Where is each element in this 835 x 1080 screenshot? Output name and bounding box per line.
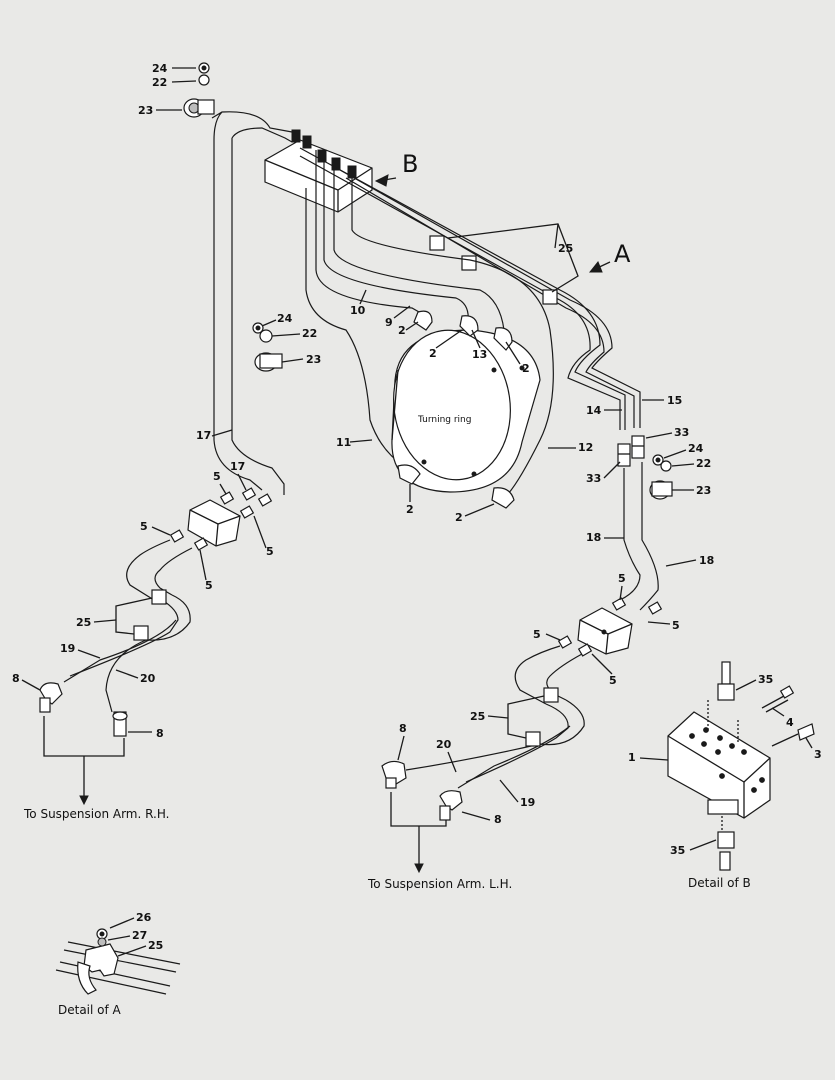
left-elbows-8 <box>39 682 128 737</box>
callout-22-mid: 22 <box>302 327 317 340</box>
callout-8-b: 8 <box>156 727 164 740</box>
callout-5-d: 5 <box>205 579 213 592</box>
view-arrow-b <box>374 174 397 187</box>
caption-detail-b: Detail of B <box>688 876 751 890</box>
detail-b-nipple <box>771 723 815 747</box>
callout-5-h: 5 <box>609 674 617 687</box>
callout-5-f: 5 <box>672 619 680 632</box>
detail-a-clamp <box>55 928 181 995</box>
clamp-group-upper <box>429 235 558 305</box>
callout-2-e: 2 <box>455 511 463 524</box>
callout-12: 12 <box>578 441 593 454</box>
right-elbows-8 <box>381 760 463 821</box>
arrow-to-rh <box>43 716 125 806</box>
detail-b-fitting-bottom <box>717 831 735 871</box>
right-couplings <box>617 435 645 467</box>
callout-5-g: 5 <box>533 628 541 641</box>
leader-25-left <box>115 597 153 635</box>
detail-b-bolt <box>761 685 795 713</box>
callout-23-right: 23 <box>696 484 711 497</box>
callout-25-left: 25 <box>76 616 91 629</box>
callout-20-left: 20 <box>140 672 156 685</box>
callout-5-a: 5 <box>213 470 221 483</box>
callout-5-c: 5 <box>266 545 274 558</box>
callout-25-right: 25 <box>470 710 485 723</box>
callout-4: 4 <box>786 716 794 729</box>
callout-35-b: 35 <box>670 844 685 857</box>
callout-25-top: 25 <box>558 242 573 255</box>
callout-35-a: 35 <box>758 673 773 686</box>
clamp-assembly-right <box>649 454 673 500</box>
callout-23-mid: 23 <box>306 353 321 366</box>
callout-25-detail: 25 <box>148 939 163 952</box>
view-arrow-a <box>588 261 611 273</box>
callout-22-top: 22 <box>152 76 167 89</box>
callout-17-b: 17 <box>230 460 245 473</box>
callout-11: 11 <box>336 436 351 449</box>
callout-33-a: 33 <box>674 426 689 439</box>
callout-20-right: 20 <box>436 738 452 751</box>
callout-18-b: 18 <box>699 554 714 567</box>
detail-b-manifold <box>667 700 771 830</box>
callout-2-c: 2 <box>522 362 530 375</box>
caption-rh: To Suspension Arm. R.H. <box>23 807 169 821</box>
callout-18-a: 18 <box>586 531 601 544</box>
view-label-b: B <box>402 150 418 178</box>
callout-9: 9 <box>385 316 393 329</box>
callout-19-right: 19 <box>520 796 535 809</box>
distribution-block-left <box>169 487 273 551</box>
callout-13: 13 <box>472 348 487 361</box>
detail-b-fitting-top <box>717 661 735 701</box>
manifold-block-b <box>264 129 373 213</box>
callout-17-a: 17 <box>196 429 211 442</box>
leader-25-top <box>447 223 579 293</box>
caption-detail-a: Detail of A <box>58 1003 122 1017</box>
callout-8-a: 8 <box>12 672 20 685</box>
arrow-to-lh <box>390 792 447 874</box>
callout-3: 3 <box>814 748 822 761</box>
callout-8-d: 8 <box>494 813 502 826</box>
inner-tubes-to-ring <box>305 150 554 495</box>
callout-26: 26 <box>136 911 152 924</box>
callout-14: 14 <box>586 404 602 417</box>
callout-8-c: 8 <box>399 722 407 735</box>
callout-24-mid: 24 <box>277 312 293 325</box>
left-lower-tubes <box>63 539 193 713</box>
callout-1: 1 <box>628 751 636 764</box>
clamps-25-right <box>525 687 559 747</box>
view-label-a: A <box>614 240 631 268</box>
caption-lh: To Suspension Arm. L.H. <box>367 877 512 891</box>
callout-2-d: 2 <box>406 503 414 516</box>
tubes-18 <box>619 462 659 611</box>
distribution-block-right <box>557 597 663 657</box>
callout-24-top: 24 <box>152 62 168 75</box>
callout-23-top: 23 <box>138 104 153 117</box>
callout-22-right: 22 <box>696 457 711 470</box>
callout-33-b: 33 <box>586 472 601 485</box>
clamps-25-left <box>133 589 167 641</box>
clamp-assembly-top <box>183 62 215 118</box>
callout-2-b: 2 <box>429 347 437 360</box>
leader-25-right <box>507 695 545 739</box>
callout-27: 27 <box>132 929 147 942</box>
upper-tube-bundle <box>299 147 641 430</box>
callout-10: 10 <box>350 304 366 317</box>
callout-24-right: 24 <box>688 442 704 455</box>
turning-ring-label: Turning ring <box>417 415 471 425</box>
turning-ring <box>391 329 541 493</box>
left-long-tubes <box>211 111 293 495</box>
callout-19-left: 19 <box>60 642 75 655</box>
clamp-assembly-mid <box>252 322 283 372</box>
ring-elbow-fittings <box>397 310 515 509</box>
callout-2-a: 2 <box>398 324 406 337</box>
callout-15: 15 <box>667 394 682 407</box>
callout-5-b: 5 <box>140 520 148 533</box>
callout-5-e: 5 <box>618 572 626 585</box>
